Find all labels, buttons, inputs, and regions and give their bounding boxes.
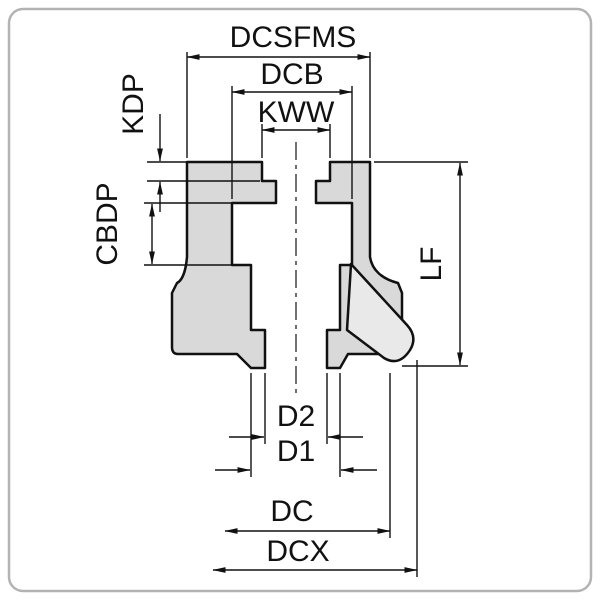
insert-tip [345, 262, 415, 363]
extension-lines [144, 52, 468, 577]
dim-label-d2: D2 [277, 400, 315, 433]
dim-label-dc: DC [270, 495, 313, 528]
page-border [7, 7, 593, 593]
dim-label-dcx: DCX [266, 535, 329, 568]
dim-label-dcsfms: DCSFMS [230, 21, 357, 54]
dim-label-d1: D1 [277, 435, 315, 468]
dim-label-cbdp: CBDP [91, 182, 124, 265]
dim-label-lf: LF [415, 246, 448, 281]
dim-label-dcb: DCB [260, 58, 323, 91]
dimension-labels: DCSFMS DCB KWW KDP CBDP LF D2 D1 DC DCX [91, 21, 448, 568]
dim-label-kdp: KDP [117, 73, 150, 135]
dim-label-kww: KWW [258, 96, 335, 129]
dimension-lines [149, 54, 463, 573]
